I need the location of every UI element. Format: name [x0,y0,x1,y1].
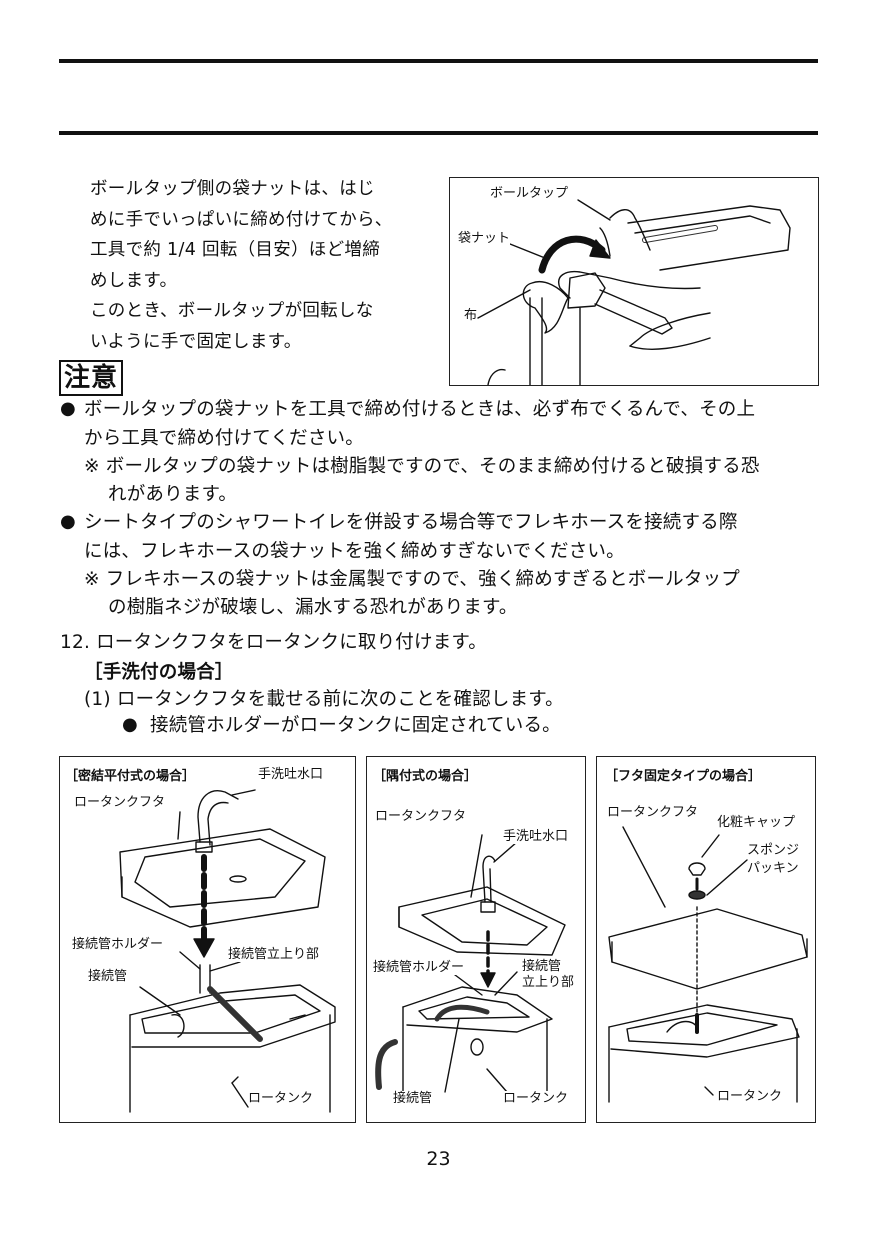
step-12-item-1: (1) ロータンクフタを載せる前に次のことを確認します。 [84,689,564,710]
label-spout: 手洗吐水口 [503,829,569,844]
ball-tap-figure: ボールタップ 袋ナット 布 [449,177,819,386]
bullet-icon: ● [122,714,138,735]
intro-line: めに手でいっぱいに締め付けてから、 [90,209,393,230]
label-lid: ロータンクフタ [375,809,467,824]
label-holder: 接続管ホルダー [72,937,164,952]
label-bag-nut: 袋ナット [458,231,511,246]
step-12-bullet: 接続管ホルダーがロータンクに固定されている。 [150,715,561,736]
corner-tank-illustration [375,834,566,1103]
step-12-subheading: ［手洗付の場合］ [84,662,234,683]
label-tank: ロータンク [717,1089,783,1104]
fixed-lid-illustration [608,826,808,1103]
label-cap: 化粧キャップ [717,815,796,830]
caution-note: ※ ボールタップの袋ナットは樹脂製ですので、そのまま締め付けると破損する恐 [84,456,760,477]
caution-note: れがあります。 [108,484,238,505]
label-riser: 接続管立上り部 [228,947,320,962]
caution-text: ボールタップの袋ナットを工具で締め付けるときは、必ず布でくるんで、その上 [84,399,756,420]
label-spout: 手洗吐水口 [258,767,324,782]
label-pipe: 接続管 [393,1091,433,1106]
label-holder: 接続管ホルダー [373,960,465,975]
caution-text: から工具で締め付けてください。 [84,428,364,449]
intro-line: めします。 [90,270,178,291]
page-number: 23 [426,1148,451,1170]
step-12-title: 12. ロータンクフタをロータンクに取り付けます。 [60,632,487,653]
label-lid: ロータンクフタ [74,795,166,810]
label-tank: ロータンク [248,1091,314,1106]
caution-note: ※ フレキホースの袋ナットは金属製ですので、強く締めすぎるとボールタップ [84,569,740,590]
intro-paragraph: ボールタップ側の袋ナットは、はじ めに手でいっぱいに締め付けてから、 工具で約 … [90,174,430,357]
label-sponge: パッキン [747,861,799,876]
intro-line: 工具で約 1/4 回転（目安）ほど増締 [90,240,380,260]
intro-line: いように手で固定します。 [90,331,302,352]
caution-badge: 注意 [59,360,124,396]
label-riser: 立上り部 [522,975,575,990]
figure-caption: ［フタ固定タイプの場合］ [605,769,762,784]
figure-caption: ［隅付式の場合］ [373,769,478,784]
figure-flat-type: ［密結平付式の場合］ 手洗吐水口 ロータンクフタ 接続管ホルダー 接続管立上り部… [59,756,356,1123]
figure-fixed-lid-type: ［フタ固定タイプの場合］ ロータンクフタ 化粧キャップ スポンジ パッキン ロー… [596,756,816,1123]
top-rule [59,59,818,63]
bullet-icon: ● [60,398,76,419]
label-ball-tap: ボールタップ [490,186,569,201]
bullet-icon: ● [60,511,76,532]
label-tank: ロータンク [503,1091,569,1106]
figure-caption: ［密結平付式の場合］ [65,769,196,784]
second-rule [59,131,818,135]
intro-line: ボールタップ側の袋ナットは、はじ [90,179,375,199]
label-riser: 接続管 [522,959,562,974]
label-pipe: 接続管 [88,969,128,984]
caution-text: には、フレキホースの袋ナットを強く締めすぎないでください。 [84,541,625,562]
label-lid: ロータンクフタ [607,805,699,820]
caution-text: シートタイプのシャワートイレを併設する場合等でフレキホースを接続する際 [84,512,738,533]
label-cloth: 布 [464,308,478,323]
figure-corner-type: ［隅付式の場合］ ロータンクフタ 手洗吐水口 接続管ホルダー 接続管 立上り部 … [366,756,586,1123]
ball-tap-illustration [477,199,791,385]
label-sponge: スポンジ [747,843,800,858]
caution-note: の樹脂ネジが破壊し、漏水する恐れがあります。 [108,597,518,618]
intro-line: このとき、ボールタップが回転しな [90,301,374,321]
flat-tank-illustration [119,789,336,1113]
